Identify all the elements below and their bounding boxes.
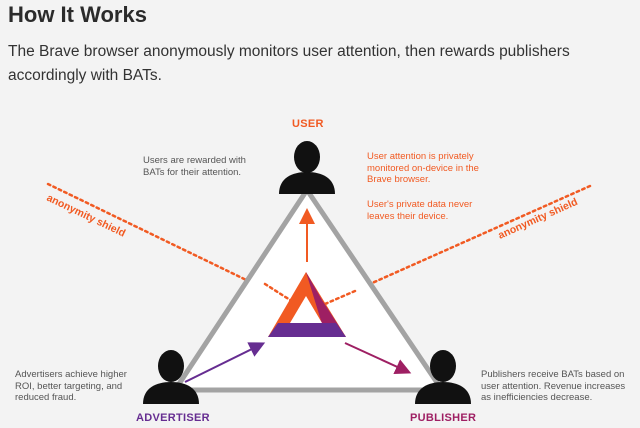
person-icon <box>279 141 335 194</box>
note-privacy-monitoring: User attention is privately monitored on… <box>367 151 479 185</box>
arrow-from-advertiser <box>184 342 266 383</box>
role-label-publisher: PUBLISHER <box>410 412 477 424</box>
person-icon <box>143 350 199 404</box>
note-privacy-data: User's private data never leaves their d… <box>367 199 473 222</box>
page-title: How It Works <box>8 2 147 27</box>
note-user-rewards: Users are rewarded with BATs for their a… <box>143 155 246 178</box>
role-label-advertiser: ADVERTISER <box>136 412 210 424</box>
note-advertiser: Advertisers achieve higher ROI, better t… <box>15 369 127 403</box>
anonymity-shield-label-right: anonymity shield <box>496 196 579 242</box>
arrow-to-publisher <box>344 342 412 374</box>
role-label-user: USER <box>292 118 324 130</box>
person-icon <box>415 350 471 404</box>
intro-text: The Brave browser anonymously monitors u… <box>8 43 570 84</box>
bat-logo-icon <box>268 272 346 337</box>
note-publisher: Publishers receive BATs based on user at… <box>481 369 626 403</box>
